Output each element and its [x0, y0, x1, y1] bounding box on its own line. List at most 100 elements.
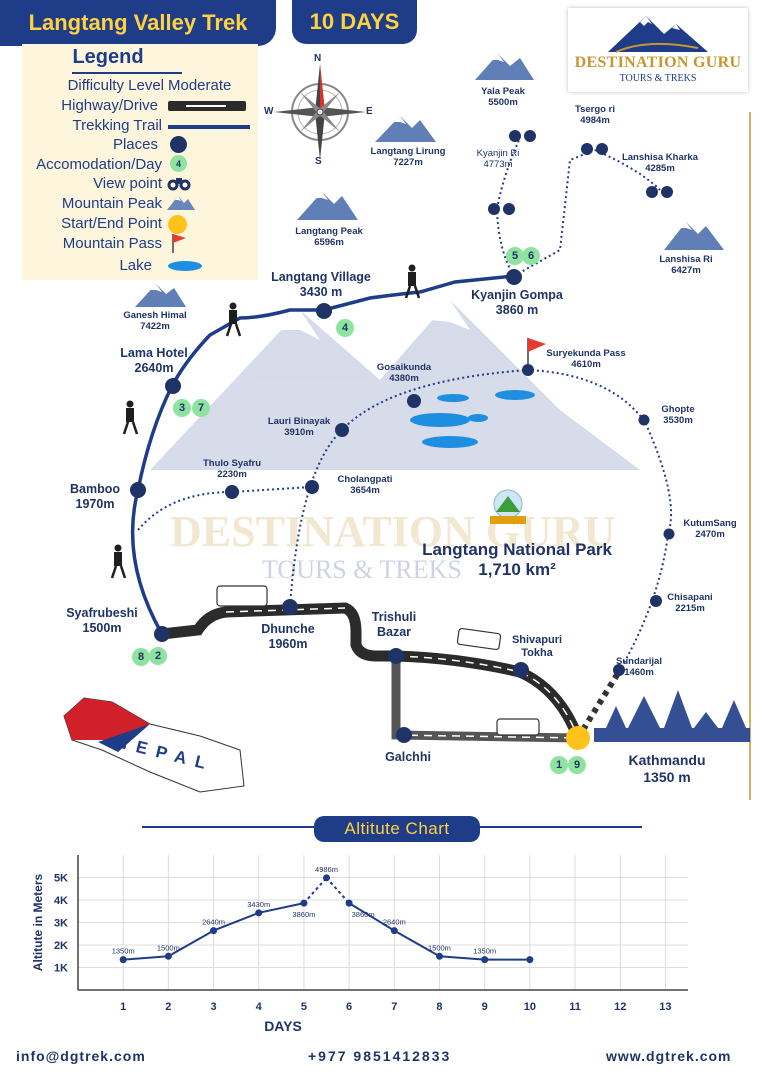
- series-0-label-9: 1350m: [473, 947, 496, 956]
- series-0-label-6: 3860m: [352, 910, 375, 919]
- y-tick-4K: 4K: [54, 895, 68, 907]
- legend-viewpoint-label: View point: [93, 175, 162, 192]
- footer-email[interactable]: info@dgtrek.com: [16, 1048, 146, 1064]
- y-tick-3K: 3K: [54, 918, 68, 930]
- x-tick-11: 11: [569, 1001, 581, 1013]
- legend-start-end-label: Start/End Point: [61, 215, 162, 232]
- x-tick-7: 7: [391, 1001, 397, 1013]
- legend-lake-label: Lake: [119, 257, 152, 274]
- legend-peak-label: Mountain Peak: [61, 195, 162, 212]
- legend-trail-swatch: [168, 125, 250, 129]
- chart-title: Altitute Chart: [314, 816, 480, 842]
- series-0-segment-3: [258, 902, 305, 914]
- watermark-text: DESTINATION GURU: [170, 507, 615, 556]
- series-0-point-5: [323, 874, 331, 882]
- x-tick-4: 4: [256, 1001, 263, 1013]
- series-0-point-0: [119, 956, 127, 964]
- series-0-point-1: [164, 952, 172, 960]
- legend-highway-label: Highway/Drive: [61, 97, 158, 114]
- logo-tagline: TOURS & TREKS: [619, 73, 697, 84]
- badge-langtang-village: 4: [336, 319, 354, 337]
- footer-phone[interactable]: +977 9851412833: [308, 1048, 452, 1064]
- series-0-label-1: 1500m: [157, 943, 180, 952]
- x-tick-13: 13: [659, 1001, 671, 1013]
- badge-lama-3: 3: [173, 399, 191, 417]
- series-0-point-8: [435, 952, 443, 960]
- footer-website[interactable]: www.dgtrek.com: [606, 1048, 732, 1064]
- y-tick-5K: 5K: [54, 873, 68, 885]
- compass-n: N: [314, 53, 322, 64]
- legend-accommodation-label: Accomodation/Day: [36, 156, 162, 173]
- x-tick-3: 3: [210, 1001, 216, 1013]
- series-0-point-4: [300, 899, 308, 907]
- badge-kyanjin-5: 5: [506, 247, 524, 265]
- legend-accommodation-badge: 4: [170, 155, 187, 172]
- legend-trail-label: Trekking Trail: [72, 117, 162, 134]
- series-0-segment-0: [123, 955, 169, 961]
- legend-place-dot: [170, 136, 187, 153]
- series-0-segment-8: [439, 955, 485, 961]
- series-0-label-8: 1500m: [428, 943, 451, 952]
- svg-text:DESTINATION GURU: DESTINATION GURU: [170, 507, 615, 556]
- series-0-label-4: 3860m: [292, 910, 315, 919]
- x-tick-1: 1: [120, 1001, 126, 1013]
- compass-w: W: [264, 106, 274, 117]
- mountain-logo-icon: [608, 16, 708, 53]
- x-axis-label: DAYS: [264, 1018, 302, 1034]
- compass-e: E: [366, 106, 373, 117]
- legend-pass-label: Mountain Pass: [62, 235, 162, 252]
- legend-underline: [72, 72, 182, 74]
- series-0-label-2: 2640m: [202, 918, 225, 927]
- series-0-point-3: [255, 909, 263, 917]
- trek-days: 10 DAYS: [309, 9, 400, 34]
- compass-s: S: [315, 156, 322, 167]
- trek-map: DESTINATION GURU TOURS & TREKS: [63, 54, 751, 800]
- legend-flag-icon: [172, 234, 186, 253]
- series-0-point-7: [390, 927, 398, 935]
- x-tick-9: 9: [482, 1001, 488, 1013]
- legend-start-end-dot: [168, 215, 187, 234]
- legend-peak-icon: [167, 196, 195, 210]
- legend-lake-icon: [168, 261, 202, 271]
- days-banner: 10 DAYS: [292, 0, 417, 44]
- logo-brand: DESTINATION GURU: [574, 54, 742, 71]
- series-0-segment-1: [167, 929, 215, 958]
- compass-rose: [274, 64, 366, 160]
- badge-kyanjin-6: 6: [522, 247, 540, 265]
- x-tick-5: 5: [301, 1001, 307, 1013]
- legend-highway-swatch: [168, 101, 246, 111]
- badge-lama-7: 7: [192, 399, 210, 417]
- company-logo: DESTINATION GURU TOURS & TREKS: [568, 8, 748, 92]
- legend-difficulty-label: Difficulty Level: [67, 77, 164, 94]
- series-0-point-10: [526, 956, 534, 964]
- y-tick-2K: 2K: [54, 940, 68, 952]
- series-0-point-9: [481, 956, 489, 964]
- title-banner: Langtang Valley Trek: [0, 0, 276, 46]
- series-0-segment-2: [213, 911, 260, 932]
- y-axis-label: Altitute in Meters: [31, 874, 45, 972]
- badge-ktm-1: 1: [550, 756, 568, 774]
